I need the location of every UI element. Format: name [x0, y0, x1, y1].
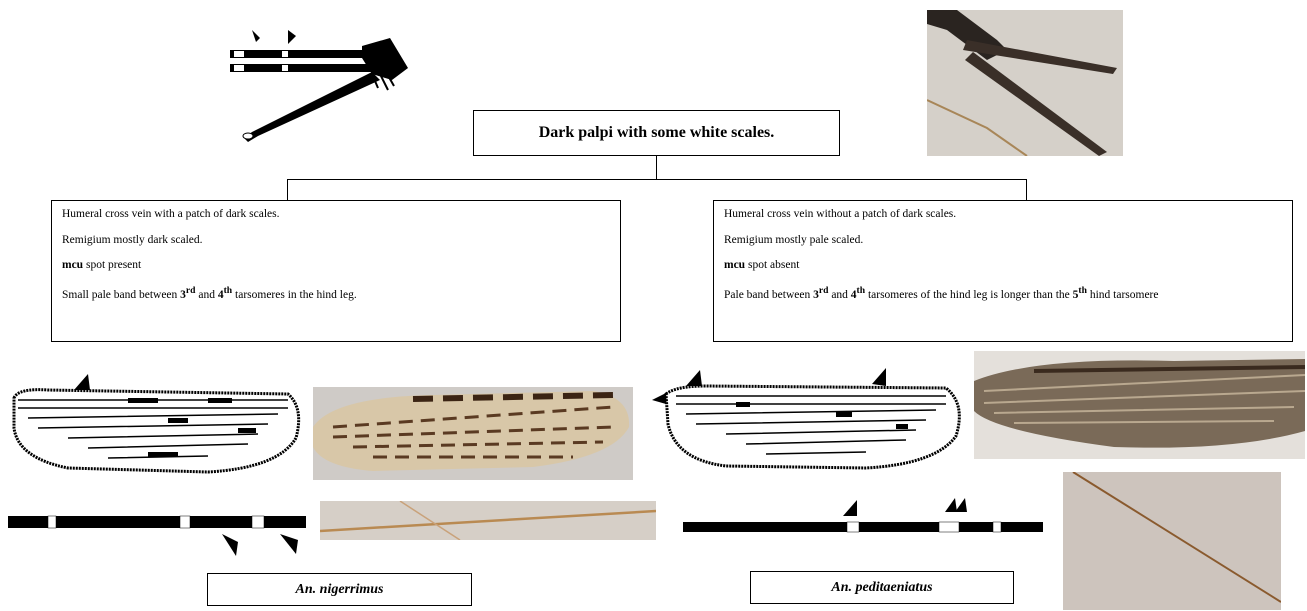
- left-leg-arrow-1: [222, 534, 238, 556]
- right-leg-drawing: [683, 498, 1045, 538]
- connector-horizontal: [287, 179, 1027, 180]
- left-criterion-2: Remigium mostly dark scaled.: [62, 235, 610, 247]
- left-wing-drawing: [8, 368, 306, 480]
- right-criterion-4: Pale band between 3rd and 4th tarsomeres…: [724, 286, 1282, 301]
- right-leg-photo: [1063, 472, 1281, 610]
- connector-vertical-top: [656, 156, 657, 180]
- left-criterion-1: Humeral cross vein with a patch of dark …: [62, 209, 610, 221]
- right-leg-arrow-2: [945, 498, 957, 512]
- key-title: Dark palpi with some white scales.: [539, 124, 775, 142]
- left-wing-photo: [313, 387, 633, 480]
- palpi-photo: [927, 10, 1123, 156]
- left-criterion-4: Small pale band between 3rd and 4th tars…: [62, 286, 610, 301]
- right-wing-arrow-4: [872, 368, 886, 386]
- right-leg-arrow-3: [955, 498, 967, 512]
- palpi-arrow-2: [288, 30, 296, 44]
- right-leg-arrow-1: [843, 500, 857, 516]
- left-leg-photo: [320, 501, 656, 540]
- species-label-right: An. peditaeniatus: [750, 571, 1014, 604]
- left-criterion-3: mcu spot present: [62, 260, 610, 272]
- left-wing-arrow: [74, 374, 90, 390]
- right-wing-arrow-1: [686, 370, 702, 386]
- palpi-arrow-1: [252, 30, 260, 42]
- key-title-box: Dark palpi with some white scales.: [473, 110, 840, 156]
- left-criteria-box: Humeral cross vein with a patch of dark …: [51, 200, 621, 342]
- right-wing-drawing: [646, 364, 970, 476]
- left-leg-arrow-2: [280, 534, 298, 554]
- right-wing-photo: [974, 351, 1305, 459]
- right-criterion-3: mcu spot absent: [724, 260, 1282, 272]
- right-criteria-box: Humeral cross vein without a patch of da…: [713, 200, 1293, 342]
- connector-left-drop: [287, 179, 288, 200]
- right-criterion-2: Remigium mostly pale scaled.: [724, 235, 1282, 247]
- right-criterion-1: Humeral cross vein without a patch of da…: [724, 209, 1282, 221]
- left-leg-drawing: [8, 508, 308, 558]
- species-label-left: An. nigerrimus: [207, 573, 472, 606]
- species-name-left: An. nigerrimus: [296, 582, 384, 598]
- palpi-drawing: [222, 28, 412, 146]
- species-name-right: An. peditaeniatus: [831, 580, 932, 596]
- connector-right-drop: [1026, 179, 1027, 200]
